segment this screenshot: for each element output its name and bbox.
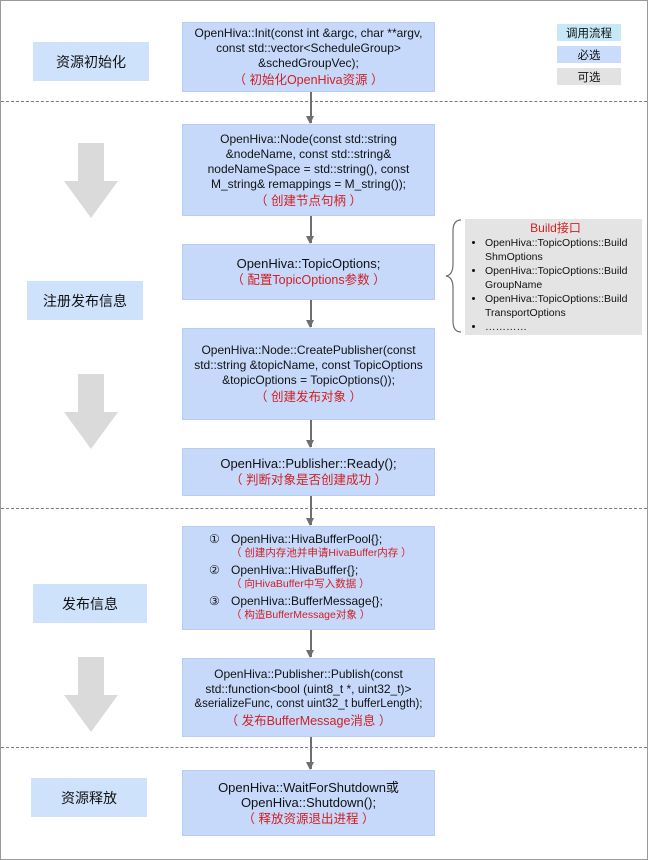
connector-arrow-icon xyxy=(307,300,313,328)
step-ready-line: OpenHiva::Publisher::Ready(); xyxy=(220,456,397,471)
step-node-line: OpenHiva::Node(const std::string xyxy=(220,131,397,146)
step-shutdown: OpenHiva::WaitForShutdown或 OpenHiva::Shu… xyxy=(182,770,435,836)
stage-register: 注册发布信息 xyxy=(27,281,143,320)
legend-optional: 可选 xyxy=(557,68,621,85)
buffer-item-note: （ 构造BufferMessage对象 ） xyxy=(231,608,371,621)
step-create-publisher-line: std::string &topicName, const TopicOptio… xyxy=(194,358,423,372)
stage-release: 资源释放 xyxy=(31,778,147,817)
step-shutdown-line: OpenHiva::WaitForShutdown或 xyxy=(218,779,399,795)
step-shutdown-note: （ 释放资源退出进程 ） xyxy=(242,811,375,826)
stage-init: 资源初始化 xyxy=(33,42,149,81)
section-separator xyxy=(1,101,647,102)
step-node: OpenHiva::Node(const std::string &nodeNa… xyxy=(182,124,435,216)
build-interface-item: ………… xyxy=(485,320,638,334)
buffer-item-text: OpenHiva::HivaBuffer{}; xyxy=(231,562,359,577)
step-create-publisher: OpenHiva::Node::CreatePublisher(const st… xyxy=(182,328,435,420)
step-create-publisher-note: （ 创建发布对象 ） xyxy=(255,390,362,404)
connector-arrow-icon xyxy=(307,630,313,658)
step-publish-line: OpenHiva::Publisher::Publish(const xyxy=(214,666,403,681)
buffer-item-number: ① xyxy=(209,531,220,546)
step-publish-note: （ 发布BufferMessage消息 ） xyxy=(225,713,392,728)
step-init-line: &schedGroupVec); xyxy=(258,56,359,70)
step-init: OpenHiva::Init(const int &argc, char **a… xyxy=(182,22,435,92)
step-buffers: ① OpenHiva::HivaBufferPool{}; （ 创建内存池并申请… xyxy=(182,526,435,630)
step-ready: OpenHiva::Publisher::Ready(); （ 判断对象是否创建… xyxy=(182,448,435,496)
buffer-item-number: ③ xyxy=(209,593,220,608)
buffer-item-note: （ 创建内存池并申请HivaBuffer内存 ） xyxy=(231,546,412,559)
step-shutdown-line: OpenHiva::Shutdown(); xyxy=(240,794,377,810)
build-interface-item: OpenHiva::TopicOptions::Build TransportO… xyxy=(485,292,638,320)
buffer-item-note: （ 向HivaBuffer中写入数据 ） xyxy=(231,577,370,590)
buffer-item: ② OpenHiva::HivaBuffer{}; xyxy=(209,563,428,578)
legend-required: 必选 xyxy=(557,46,621,63)
curly-brace-icon xyxy=(445,219,462,333)
connector-arrow-icon xyxy=(307,92,313,124)
step-node-note: （ 创建节点句柄 ） xyxy=(255,193,362,208)
step-publish-line: &serializeFunc, const uint32_t bufferLen… xyxy=(194,697,423,710)
build-interface-list: OpenHiva::TopicOptions::Build ShmOptions… xyxy=(473,236,638,334)
buffer-item: ③ OpenHiva::BufferMessage{}; xyxy=(209,594,428,609)
step-init-line: const std::vector<ScheduleGroup> xyxy=(216,41,401,55)
step-ready-note: （ 判断对象是否创建成功 ） xyxy=(230,473,387,487)
section-separator xyxy=(1,747,647,748)
step-node-line: M_string& remappings = M_string()); xyxy=(210,176,407,191)
buffer-item: ① OpenHiva::HivaBufferPool{}; xyxy=(209,532,428,547)
step-node-line: &nodeName, const std::string& xyxy=(225,146,392,161)
build-interface-panel: Build接口 OpenHiva::TopicOptions::Build Sh… xyxy=(465,219,642,335)
flow-down-arrow-icon xyxy=(64,374,118,449)
step-init-line: OpenHiva::Init(const int &argc, char **a… xyxy=(194,26,423,40)
buffer-item-text: OpenHiva::BufferMessage{}; xyxy=(231,593,383,608)
step-create-publisher-line: &topicOptions = TopicOptions()); xyxy=(222,373,395,387)
connector-arrow-icon xyxy=(307,496,313,526)
buffer-item-number: ② xyxy=(209,562,220,577)
build-interface-item: OpenHiva::TopicOptions::Build ShmOptions xyxy=(485,236,638,264)
step-topic-options-line: OpenHiva::TopicOptions; xyxy=(236,256,381,271)
step-create-publisher-line: OpenHiva::Node::CreatePublisher(const xyxy=(201,343,416,357)
connector-arrow-icon xyxy=(307,420,313,448)
buffer-item-text: OpenHiva::HivaBufferPool{}; xyxy=(231,531,383,546)
connector-arrow-icon xyxy=(307,216,313,244)
step-init-note: （ 初始化OpenHiva资源 ） xyxy=(233,73,384,87)
legend-flow: 调用流程 xyxy=(557,24,621,41)
step-node-line: nodeNameSpace = std::string(), const xyxy=(207,161,410,176)
section-separator xyxy=(1,508,647,509)
flow-down-arrow-icon xyxy=(64,143,118,218)
step-topic-options-note: （ 配置TopicOptions参数 ） xyxy=(231,273,386,287)
step-topic-options: OpenHiva::TopicOptions; （ 配置TopicOptions… xyxy=(182,244,435,300)
step-publish: OpenHiva::Publisher::Publish(const std::… xyxy=(182,658,435,737)
step-publish-line: std::function<bool (uint8_t *, uint32_t)… xyxy=(205,681,412,696)
build-interface-item: OpenHiva::TopicOptions::Build GroupName xyxy=(485,264,638,292)
connector-arrow-icon xyxy=(307,737,313,770)
flow-down-arrow-icon xyxy=(64,657,118,732)
build-interface-title: Build接口 xyxy=(530,221,581,235)
stage-publish: 发布信息 xyxy=(33,584,147,623)
